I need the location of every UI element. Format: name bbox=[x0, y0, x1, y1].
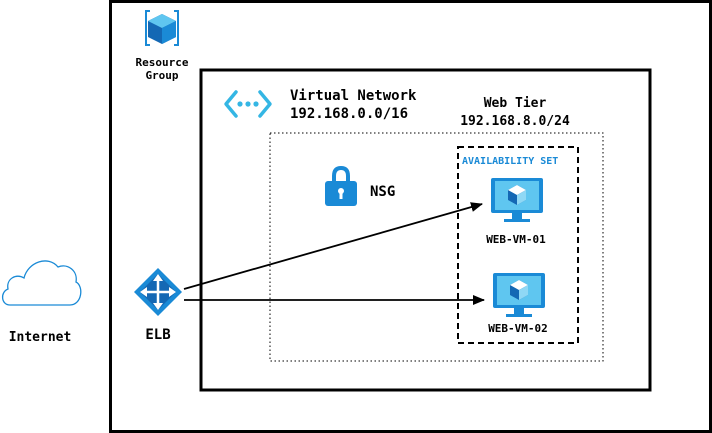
virtual-network-cidr: 192.168.0.0/16 bbox=[290, 106, 409, 122]
web-tier-label: Web Tier 192.168.8.0/24 bbox=[445, 95, 585, 131]
nsg-label: NSG bbox=[370, 184, 396, 200]
virtual-network-title: Virtual Network bbox=[290, 88, 417, 104]
availability-set-label: AVAILABILITY SET bbox=[462, 156, 559, 167]
resource-group-label-line2: Group bbox=[145, 68, 179, 82]
elb-to-vm-01-connector bbox=[183, 202, 483, 290]
web-tier-cidr: 192.168.8.0/24 bbox=[460, 114, 570, 129]
resource-group-box bbox=[109, 0, 712, 433]
lock-icon bbox=[325, 165, 357, 206]
vm-01-label: WEB-VM-01 bbox=[486, 233, 546, 246]
resource-group-cube-icon bbox=[145, 10, 179, 46]
resource-group-label-line1: Resource bbox=[135, 56, 189, 69]
resource-group-label: Resource Group bbox=[120, 56, 204, 82]
virtual-network-box bbox=[199, 68, 652, 392]
elb-label: ELB bbox=[145, 327, 171, 343]
load-balancer-icon bbox=[134, 268, 182, 316]
vnet-icon bbox=[224, 90, 272, 118]
vm-monitor-icon bbox=[493, 273, 545, 317]
availability-set-box bbox=[457, 146, 579, 344]
cloud-icon bbox=[1, 260, 82, 306]
vm-monitor-icon bbox=[491, 178, 543, 222]
vm-02-label: WEB-VM-02 bbox=[488, 322, 548, 335]
internet-label: Internet bbox=[8, 330, 72, 345]
web-tier-title: Web Tier bbox=[483, 96, 547, 111]
web-tier-subnet-box bbox=[269, 132, 604, 362]
virtual-network-label: Virtual Network 192.168.0.0/16 bbox=[290, 87, 416, 123]
